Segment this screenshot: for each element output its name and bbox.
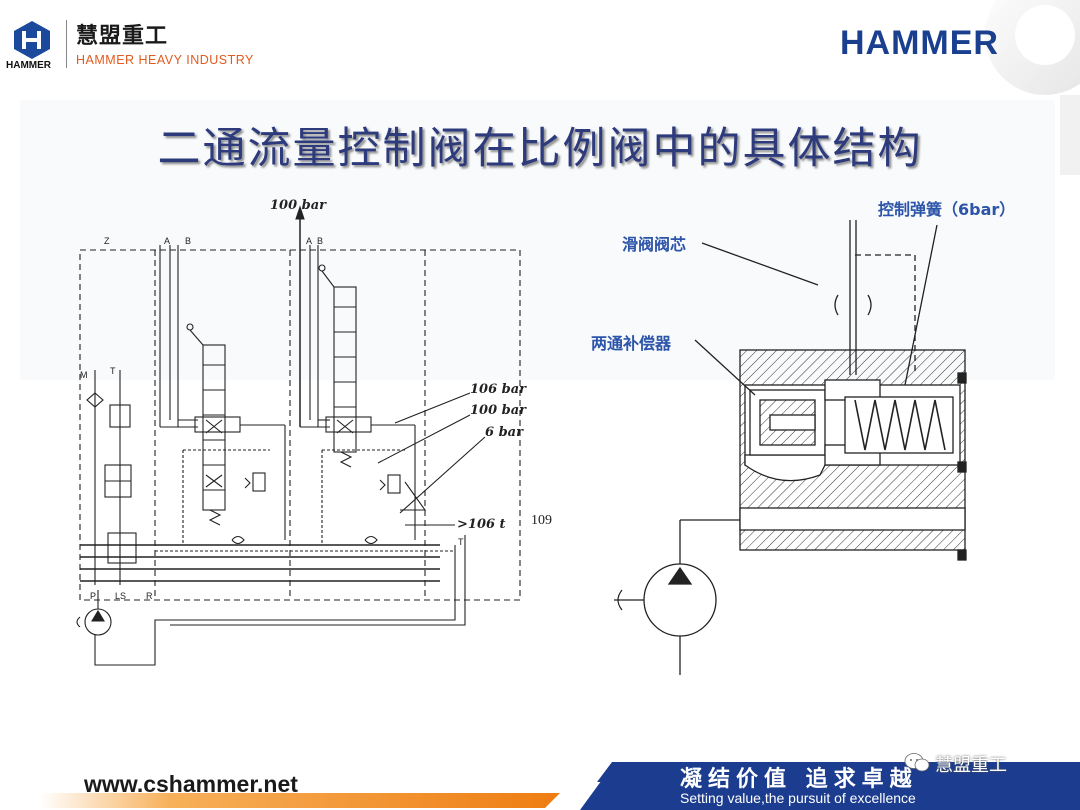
wechat-icon: [904, 753, 930, 772]
spool-valve-1: [202, 344, 226, 511]
gear-decoration: [985, 0, 1080, 175]
footer-blue-band: [580, 762, 1080, 810]
slogan-cn: 凝结价值 追求卓越: [680, 767, 918, 792]
control-spring: [854, 399, 946, 451]
watermark-text: 慧盟重工: [935, 755, 1007, 776]
label-two-way-compensator: 两通补偿器: [591, 334, 672, 353]
slide-title: 二通流量控制阀在比例阀中的具体结构: [157, 124, 923, 174]
port-t-right-label: T: [458, 537, 464, 547]
port-z-label: Z: [104, 236, 110, 246]
label-spool: 滑阀阀芯: [622, 235, 687, 254]
label-106-out: >106 t: [457, 517, 506, 532]
port-a1-label: A: [164, 236, 171, 246]
port-m-label: M: [80, 370, 88, 380]
footer-orange-band: [40, 793, 560, 808]
port-p-label: P: [90, 591, 97, 601]
website-url[interactable]: www.cshammer.net: [84, 771, 298, 797]
spool-valve-2: [333, 286, 357, 453]
company-logo-icon: [14, 21, 50, 59]
label-106-bar: 106 bar: [470, 382, 527, 397]
label-100-bar-top: 100 bar: [270, 198, 327, 213]
port-a2-label: A: [306, 236, 313, 246]
label-6-bar: 6 bar: [485, 425, 523, 440]
hammer-brand: HAMMER: [840, 24, 999, 62]
label-100-bar: 100 bar: [470, 403, 527, 418]
slogan-en: Setting value,the pursuit of excellence: [680, 790, 916, 806]
brand-name-cn: 慧盟重工: [76, 24, 169, 49]
port-b2-label: B: [317, 236, 324, 246]
reference-number: 109: [531, 513, 552, 528]
port-b1-label: B: [185, 236, 192, 246]
brand-name-en: HAMMER HEAVY INDUSTRY: [76, 53, 254, 67]
header-divider: [66, 20, 67, 68]
port-r-label: R: [146, 591, 153, 601]
label-control-spring: 控制弹簧（6bar）: [878, 200, 1016, 219]
hydraulic-schematic: [76, 205, 521, 666]
port-t-top-label: T: [110, 366, 116, 376]
port-ls-label: LS: [115, 591, 127, 601]
valve-cross-section: [614, 220, 967, 675]
logo-text: HAMMER: [6, 60, 51, 71]
